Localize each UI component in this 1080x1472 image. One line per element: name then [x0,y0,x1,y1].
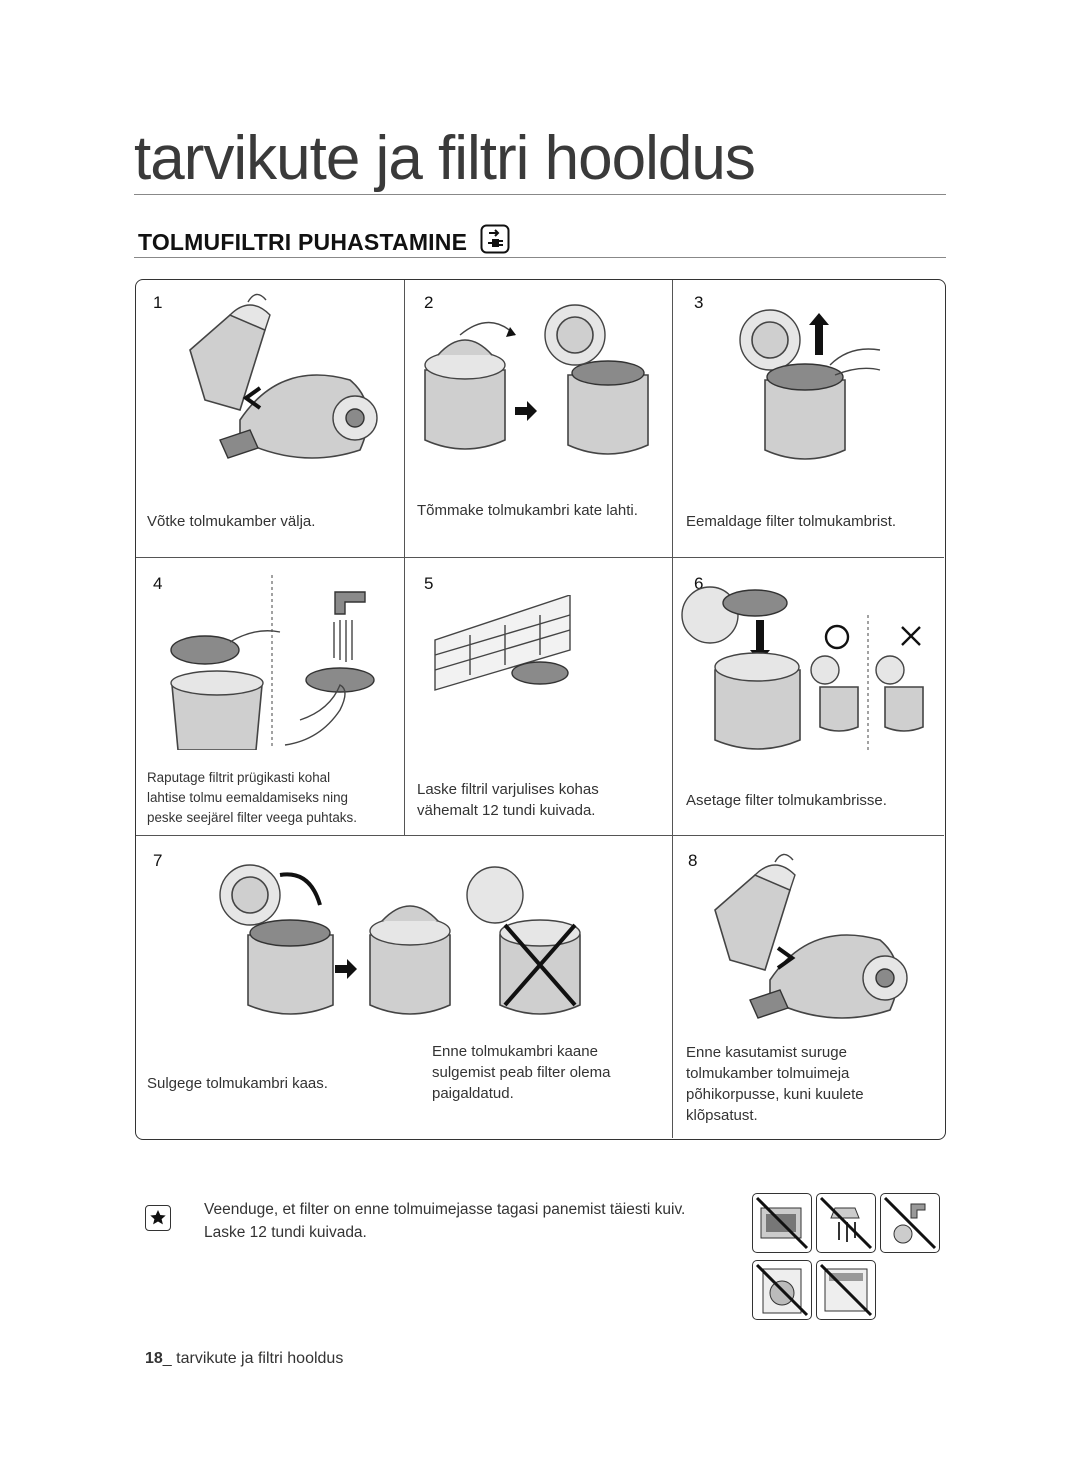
no-hairdryer-icon [816,1193,876,1253]
row-divider [136,557,944,558]
step-caption: Laske filtril varjulises kohas vähemalt … [417,781,599,819]
lid-open-illustration [424,304,649,455]
footer-text: tarvikute ja filtri hooldus [176,1350,344,1367]
no-dishwasher-icon [816,1260,876,1320]
dry-filter-illustration [434,595,571,691]
lid-close-illustration [219,864,581,1015]
step-caption: Eemaldage filter tolmukambrist. [686,513,897,530]
step-caption: Enne kasutamist suruge tolmukamber tolmu… [686,1044,864,1124]
unplug-icon [480,224,510,254]
star-icon [145,1205,171,1231]
no-tap-dry-icon [880,1193,940,1253]
step-number: 1 [153,293,163,312]
step-caption: Raputage filtrit prügikasti kohal lahtis… [147,770,357,825]
step-caption: Võtke tolmukamber välja. [147,513,316,530]
step-number: 4 [153,574,163,593]
no-oven-icon [752,1193,812,1253]
col-divider [404,280,405,835]
step-caption: Tõmmake tolmukambri kate lahti. [417,502,638,519]
no-washing-machine-icon [752,1260,812,1320]
step-number: 3 [694,293,704,312]
title-rule [134,194,946,195]
wrong-mark: X [894,622,918,646]
vacuum-remove-illustration [189,293,378,459]
step-number: 6 [694,574,704,593]
col-divider [672,280,673,1138]
step-number: 2 [424,293,434,312]
filter-remove-illustration [739,309,881,460]
filter-insert-illustration [681,586,924,753]
step-number: 8 [688,851,698,870]
step-caption: Asetage filter tolmukambrisse. [686,792,887,809]
step-number: 5 [424,574,434,593]
section-title: TOLMUFILTRI PUHASTAMINE [138,229,468,255]
note-text: Veenduge, et filter on enne tolmuimejass… [204,1201,686,1241]
steps-panel [135,279,946,1140]
section-rule [134,257,946,258]
step-caption: Sulgege tolmukambri kaas. [147,1075,328,1092]
correct-mark: O [825,622,849,646]
step-number: 7 [153,851,163,870]
vacuum-insert-illustration [714,853,908,1019]
row-divider [136,835,944,836]
page-title: tarvikute ja filtri hooldus [134,124,756,193]
step-caption: Enne tolmukambri kaane sulgemist peab fi… [432,1043,611,1102]
page-footer: 18_ tarvikute ja filtri hooldus [145,1350,344,1367]
page-number: 18 [145,1350,163,1367]
wash-filter-illustration [170,575,375,750]
